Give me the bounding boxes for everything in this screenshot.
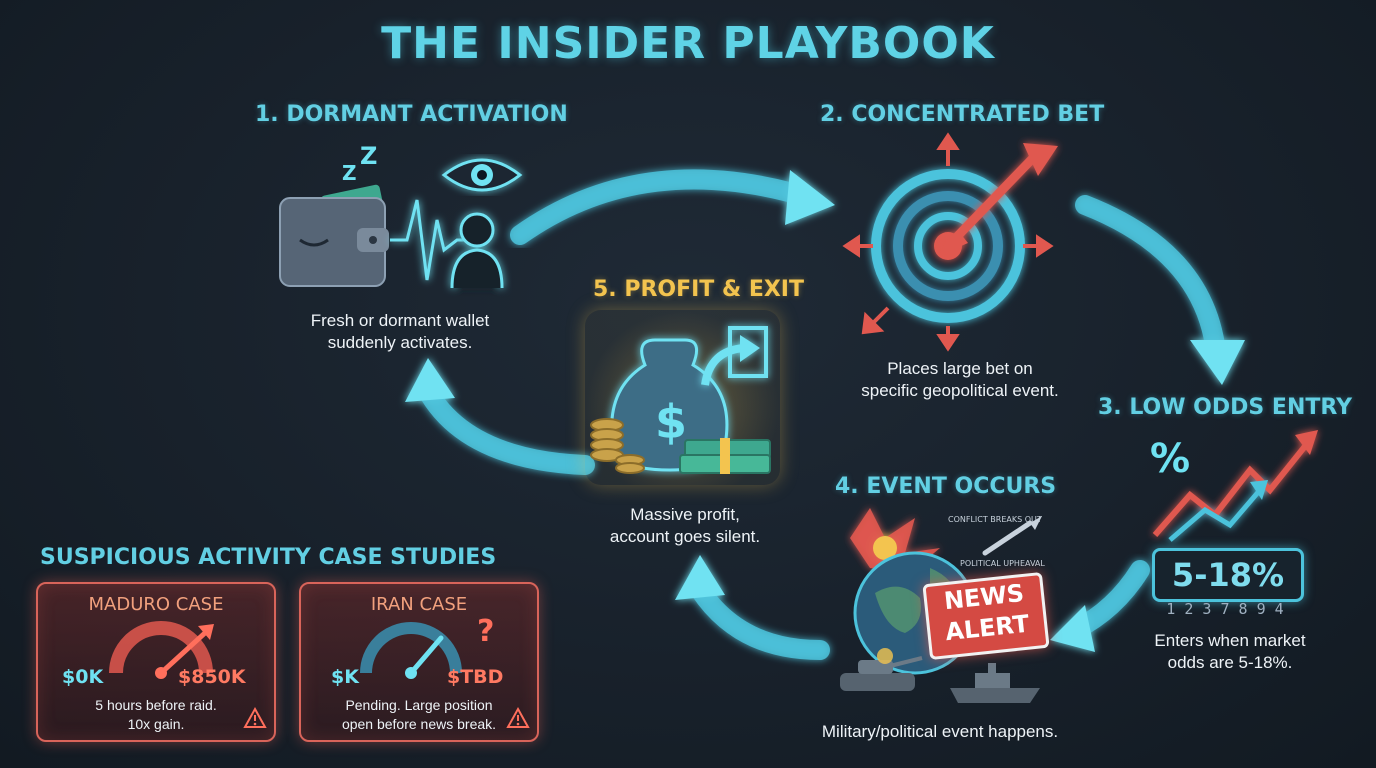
step-5-desc: Massive profit, account goes silent. — [609, 505, 761, 546]
gauge-icon — [109, 621, 214, 679]
case-studies-title: SUSPICIOUS ACTIVITY CASE STUDIES — [40, 545, 497, 570]
heartbeat-icon — [390, 199, 487, 281]
tag-political: POLITICAL UPHEAVAL — [960, 559, 1045, 568]
maduro-case-desc: 5 hours before raid. 10x gain. — [95, 697, 217, 732]
cash-stack-icon — [679, 438, 771, 474]
maduro-case-title: MADURO CASE — [88, 594, 224, 615]
odds-digits: 1 2 3 7 8 9 4 — [1166, 600, 1284, 618]
iran-end-value: $TBD — [447, 666, 504, 688]
maduro-end-value: $850K — [178, 666, 246, 688]
step-3-title: 3. LOW ODDS ENTRY — [1098, 395, 1353, 420]
gauge-icon — [360, 622, 462, 679]
step-1-desc: Fresh or dormant wallet suddenly activat… — [310, 311, 490, 352]
tank-icon — [840, 648, 923, 691]
person-icon — [450, 212, 504, 289]
step-5-title: 5. PROFIT & EXIT — [593, 277, 804, 302]
percent-icon: % — [1150, 436, 1190, 482]
maduro-start-value: $0K — [62, 666, 104, 688]
page-title: THE INSIDER PLAYBOOK — [381, 18, 995, 69]
coins-icon — [590, 418, 645, 474]
chart-up-icon — [1152, 430, 1318, 542]
step-1-illustration: Z Z — [279, 142, 523, 289]
burst-arrows — [842, 132, 1054, 352]
arrow-2-to-3 — [1075, 195, 1245, 385]
warning-icon — [243, 706, 267, 728]
step-1-title: 1. DORMANT ACTIVATION — [255, 102, 568, 127]
arrow-1-to-2 — [510, 169, 835, 245]
iran-case-title: IRAN CASE — [370, 594, 468, 615]
step-2-title: 2. CONCENTRATED BET — [820, 102, 1105, 127]
step-3-illustration: % — [1150, 430, 1318, 542]
conflict-tags: CONFLICT BREAKS OUT POLITICAL UPHEAVAL — [948, 515, 1045, 568]
wallet-icon — [279, 184, 389, 287]
step-5-illustration: $ — [590, 326, 771, 474]
ship-icon — [950, 663, 1040, 703]
news-alert-badge: NEWS ALERT — [922, 571, 1050, 661]
svg-text:$: $ — [655, 395, 687, 449]
step-3-desc: Enters when market odds are 5-18%. — [1154, 631, 1306, 672]
iran-case-card: IRAN CASE ? $K $TBD Pending. Large posit… — [299, 582, 539, 742]
odds-display: 5-18% — [1152, 548, 1304, 602]
warning-icon — [506, 706, 530, 728]
step-4-desc: Military/political event happens. — [821, 722, 1059, 741]
iran-case-desc: Pending. Large position open before news… — [341, 697, 497, 732]
missile-icon — [982, 516, 1042, 556]
svg-text:Z: Z — [360, 142, 377, 170]
tag-conflict: CONFLICT BREAKS OUT — [948, 515, 1042, 524]
maduro-case-card: MADURO CASE $0K $850K 5 hours before rai… — [36, 582, 276, 742]
arrow-3-to-4 — [1050, 560, 1150, 652]
step-4-title: 4. EVENT OCCURS — [835, 474, 1057, 499]
step-2-illustration — [842, 132, 1058, 352]
svg-text:Z: Z — [342, 161, 357, 185]
step-2-desc: Places large bet on specific geopolitica… — [861, 359, 1059, 400]
question-icon: ? — [477, 614, 495, 649]
arrow-5-to-1 — [405, 358, 595, 475]
iran-start-value: $K — [331, 666, 359, 688]
exit-icon — [701, 326, 768, 386]
arrow-icon — [938, 143, 1058, 256]
sleep-z-icon: Z Z — [342, 142, 377, 185]
eye-icon — [441, 158, 523, 192]
arrow-4-to-5 — [675, 555, 830, 660]
